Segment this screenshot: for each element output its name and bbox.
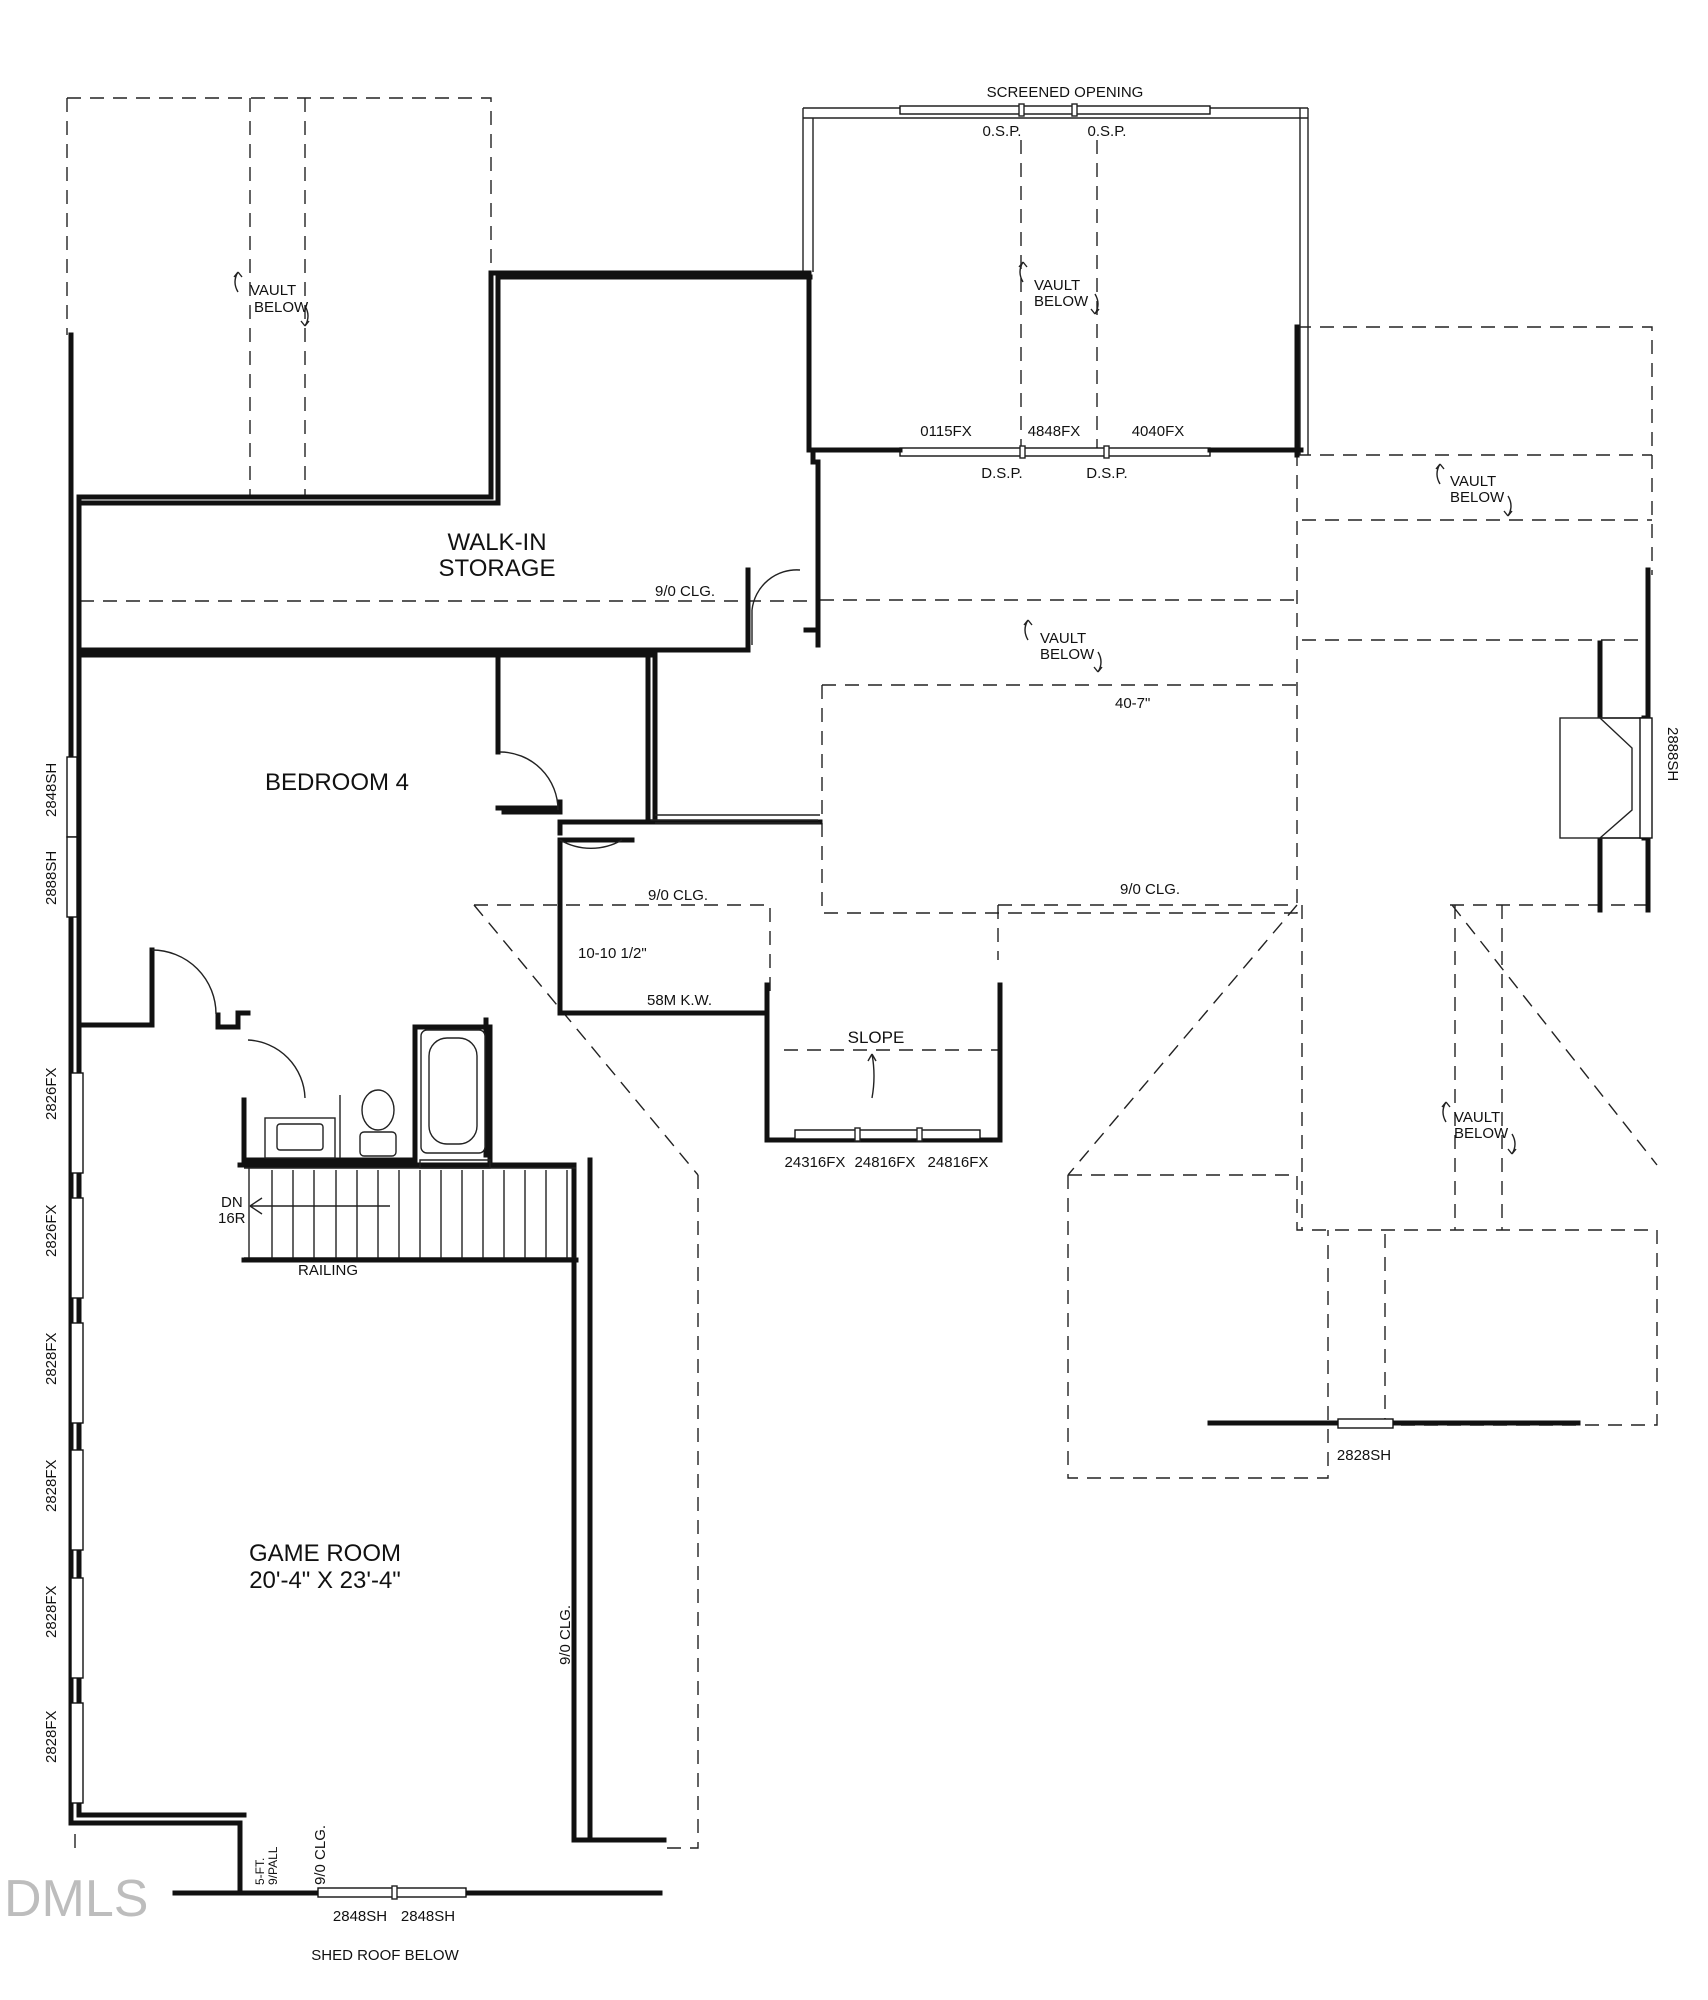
ceiling-label-right: 9/0 CLG. xyxy=(1120,881,1180,898)
kneewall-label: 58M K.W. xyxy=(647,992,712,1009)
vault-arrows xyxy=(233,261,1517,1155)
window-2888sh-left-label: 2888SH xyxy=(43,851,60,905)
walk-in-storage-label-2: STORAGE xyxy=(439,555,556,582)
vault-below-2b: BELOW xyxy=(1034,293,1089,310)
shed-roof-label: SHED ROOF BELOW xyxy=(311,1947,459,1964)
risers-label: 16R xyxy=(218,1210,246,1227)
vault-below-5a: VAULT xyxy=(1454,1109,1500,1126)
ceiling-label-game-room: 9/0 CLG. xyxy=(557,1605,574,1665)
screened-opening-label: SCREENED OPENING xyxy=(987,84,1144,101)
exterior-walls xyxy=(68,270,1651,1896)
dsp-label-1: D.S.P. xyxy=(981,465,1022,482)
attic-note-2: 9/PALL xyxy=(266,1846,280,1885)
vault-below-1a: VAULT xyxy=(250,282,296,299)
window-2848sh-label-1: 2848SH xyxy=(333,1908,387,1925)
attic-note-1: 5-FT. xyxy=(253,1858,267,1885)
window-4848fx-label: 4848FX xyxy=(1028,423,1081,440)
dsp-label-2: D.S.P. xyxy=(1086,465,1127,482)
ceiling-label-hall: 9/0 CLG. xyxy=(648,887,708,904)
window-2826fx-left-1: 2826FX xyxy=(43,1067,60,1120)
vault-below-2a: VAULT xyxy=(1034,277,1080,294)
annotations: SCREENED OPENING 0.S.P. 0.S.P. D.S.P. D.… xyxy=(43,84,1681,1964)
window-2888sh-right-label: 2888SH xyxy=(1664,727,1681,781)
game-room-label: GAME ROOM xyxy=(249,1540,401,1567)
vault-below-4a: VAULT xyxy=(1040,630,1086,647)
osp-label-1: 0.S.P. xyxy=(983,123,1022,140)
window-2828fx-left-2: 2828FX xyxy=(43,1459,60,1512)
window-2848sh-label-2: 2848SH xyxy=(401,1908,455,1925)
watermark: DMLS xyxy=(4,1870,148,1928)
room-labels: WALK-IN STORAGE BEDROOM 4 GAME ROOM 20'-… xyxy=(249,529,555,1594)
slope-label: SLOPE xyxy=(848,1028,905,1047)
window-2828sh-label: 2828SH xyxy=(1337,1447,1391,1464)
dimension-10-10: 10-10 1/2" xyxy=(578,945,647,962)
vault-below-5b: BELOW xyxy=(1454,1125,1509,1142)
windows xyxy=(66,717,1653,1900)
vault-below-1b: BELOW xyxy=(254,299,309,316)
vault-below-3a: VAULT xyxy=(1450,473,1496,490)
vault-below-4b: BELOW xyxy=(1040,646,1095,663)
window-2826fx-left-2: 2826FX xyxy=(43,1204,60,1257)
window-0115fx-label: 0115FX xyxy=(920,423,971,440)
window-2828fx-left-1: 2828FX xyxy=(43,1332,60,1385)
walk-in-storage-label-1: WALK-IN xyxy=(447,529,546,556)
window-2848sh-left-label: 2848SH xyxy=(43,763,60,817)
dn-label: DN xyxy=(221,1194,243,1211)
osp-label-2: 0.S.P. xyxy=(1088,123,1127,140)
dimension-40-7: 40-7" xyxy=(1115,695,1150,712)
window-24816fx-label-2: 24816FX xyxy=(928,1154,989,1171)
window-4040fx-label: 4040FX xyxy=(1132,423,1185,440)
vault-below-3b: BELOW xyxy=(1450,489,1505,506)
game-room-size: 20'-4" X 23'-4" xyxy=(249,1567,401,1594)
ceiling-label-attic: 9/0 CLG. xyxy=(312,1825,329,1885)
bedroom-4-label: BEDROOM 4 xyxy=(265,769,409,796)
ceiling-label-storage: 9/0 CLG. xyxy=(655,583,715,600)
railing-label: RAILING xyxy=(298,1262,358,1279)
fireplace xyxy=(1559,715,1651,841)
window-24816fx-label-1: 24816FX xyxy=(855,1154,916,1171)
window-2828fx-left-4: 2828FX xyxy=(43,1710,60,1763)
bedroom-closets xyxy=(151,569,820,1099)
stairs xyxy=(241,1167,579,1263)
bathroom xyxy=(241,1024,493,1169)
window-2828fx-left-3: 2828FX xyxy=(43,1585,60,1638)
screened-porch xyxy=(802,103,1309,459)
window-24316fx-label: 24316FX xyxy=(785,1154,846,1171)
